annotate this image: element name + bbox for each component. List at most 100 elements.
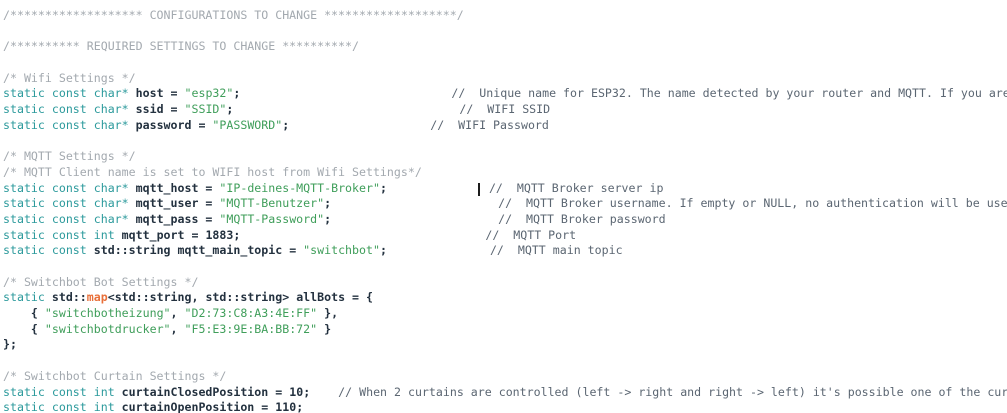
string-mqtt-host-value: "IP-deines-MQTT-Broker" [219,180,380,195]
string-bot-name: "switchbotheizung" [44,306,171,321]
semicolon: ; [282,117,290,132]
keyword-static-const-int: static const int [3,400,122,413]
block-comment-banner: /******************* CONFIGURATIONS TO C… [3,8,464,22]
code-line-mqtt-topic[interactable]: static const std::string mqtt_main_topic… [0,243,1007,259]
code-line[interactable]: /* Wifi Settings */ [0,71,1007,87]
operator-assign: = [282,243,304,258]
identifier-mqtt-main-topic: mqtt_main_topic [177,243,283,258]
keyword-static-const-charp: static const char* [3,117,136,132]
string-password-value: "PASSWORD" [212,117,283,132]
code-line-blank[interactable] [0,55,1007,71]
code-line[interactable]: /* Switchbot Curtain Settings */ [0,369,1007,385]
type-std-prefix: std:: [51,290,87,305]
type-std-string: std::string [93,243,178,258]
keyword-static-const-charp: static const char* [3,180,136,195]
code-line[interactable]: /********** REQUIRED SETTINGS TO CHANGE … [0,39,1007,55]
keyword-static-const-charp: static const char* [3,102,136,117]
code-line-blank[interactable] [0,259,1007,275]
identifier-ssid: ssid [135,102,164,117]
code-line-host[interactable]: static const char* host = "esp32"; // Uni… [0,86,1007,102]
semicolon: ; [233,86,241,101]
code-line-bot-entry[interactable]: { "switchbotheizung", "D2:73:C8:A3:4E:FF… [0,306,1007,322]
line-comment-mqtt-user: // MQTT Broker username. If empty or NUL… [498,196,1007,211]
code-line-mqtt-host[interactable]: static const char* mqtt_host = "IP-deine… [0,181,1007,197]
keyword-static-const: static const [3,243,94,258]
identifier-mqtt-host: mqtt_host [135,180,199,195]
code-line-curtain-closed[interactable]: static const int curtainClosedPosition =… [0,385,1007,401]
operator-assign: = [191,117,213,132]
number-curtain-open-value: 110 [275,400,297,413]
block-comment-required-settings: /********** REQUIRED SETTINGS TO CHANGE … [3,39,359,54]
code-line[interactable]: /******************* CONFIGURATIONS TO C… [0,8,1007,24]
string-bot-mac: "F5:E3:9E:BA:BB:72" [184,321,318,336]
block-comment-mqtt-client-note: /* MQTT Client name is set to WIFI host … [3,164,422,179]
code-line-mqtt-pass[interactable]: static const char* mqtt_pass = "MQTT-Pas… [0,212,1007,228]
code-line[interactable]: /* MQTT Settings */ [0,149,1007,165]
string-mqtt-topic-value: "switchbot" [303,243,380,258]
operator-assign: = [198,211,220,226]
identifier-allbots: allBots [296,290,346,305]
semicolon: ; [226,102,234,117]
brace-close-statement: }; [3,337,17,352]
identifier-mqtt-pass: mqtt_pass [135,211,199,226]
brace-open: = { [345,290,373,305]
string-bot-mac: "D2:73:C8:A3:4E:FF" [184,306,318,321]
string-mqtt-pass-value: "MQTT-Password" [219,211,325,226]
identifier-mqtt-port: mqtt_port [121,227,185,242]
code-line-blank[interactable] [0,353,1007,369]
semicolon: ; [379,243,387,258]
semicolon: ; [324,211,332,226]
code-line-mqtt-port[interactable]: static const int mqtt_port = 1883;// MQT… [0,228,1007,244]
code-line-password[interactable]: static const char* password = "PASSWORD"… [0,118,1007,134]
type-map-template-args: <std::string, std::string> [107,290,297,305]
identifier-curtain-closed-position: curtainClosedPosition [121,384,269,399]
operator-assign: = [198,196,220,211]
operator-assign: = [254,400,276,413]
string-mqtt-user-value: "MQTT-Benutzer" [219,196,325,211]
brace-close-entry: }, [317,306,339,321]
line-comment-mqtt-topic: // MQTT main topic [489,243,623,258]
code-line-blank[interactable] [0,134,1007,150]
block-comment-mqtt-settings: /* MQTT Settings */ [3,149,136,164]
highlight-map-token: map [86,290,108,305]
number-mqtt-port-value: 1883 [205,227,234,242]
operator-assign: = [163,86,185,101]
line-comment-curtain-closed: // When 2 curtains are controlled (left … [338,384,1007,399]
string-ssid-value: "SSID" [184,102,227,117]
identifier-mqtt-user: mqtt_user [135,196,199,211]
brace-open-entry: { [3,321,45,336]
code-line[interactable]: /* MQTT Client name is set to WIFI host … [0,165,1007,181]
brace-close-entry: } [317,321,332,336]
keyword-static-const-int: static const int [3,227,122,242]
block-comment-switchbot-bot-settings: /* Switchbot Bot Settings */ [3,274,199,289]
code-line-curtain-open[interactable]: static const int curtainOpenPosition = 1… [0,400,1007,413]
code-line-mqtt-user[interactable]: static const char* mqtt_user = "MQTT-Ben… [0,196,1007,212]
code-line-allbots-decl[interactable]: static std::map<std::string, std::string… [0,290,1007,306]
semicolon: ; [379,180,387,195]
line-comment-mqtt-pass: // MQTT Broker password [498,211,666,226]
line-comment-host: // Unique name for ESP32. The name detec… [451,86,1007,101]
keyword-static-const-int: static const int [3,384,122,399]
comma: , [170,321,185,336]
operator-assign: = [268,384,290,399]
semicolon: ; [324,196,332,211]
code-line-blank[interactable] [0,24,1007,40]
string-host-value: "esp32" [184,86,234,101]
comma: , [170,306,185,321]
code-line-allbots-end[interactable]: }; [0,337,1007,353]
semicolon: ; [296,400,304,413]
operator-assign: = [184,227,206,242]
line-comment-ssid: // WIFI SSID [459,102,551,117]
code-line[interactable]: /* Switchbot Bot Settings */ [0,275,1007,291]
brace-open-entry: { [3,306,45,321]
identifier-password: password [135,117,192,132]
identifier-host: host [135,86,164,101]
keyword-static-const-charp: static const char* [3,86,136,101]
code-line-bot-entry[interactable]: { "switchbotdrucker", "F5:E3:9E:BA:BB:72… [0,322,1007,338]
operator-assign: = [198,180,220,195]
keyword-static-const-charp: static const char* [3,196,136,211]
block-comment-switchbot-curtain-settings: /* Switchbot Curtain Settings */ [3,368,227,383]
keyword-static-const-charp: static const char* [3,211,136,226]
code-line-ssid[interactable]: static const char* ssid = "SSID";// WIFI… [0,102,1007,118]
